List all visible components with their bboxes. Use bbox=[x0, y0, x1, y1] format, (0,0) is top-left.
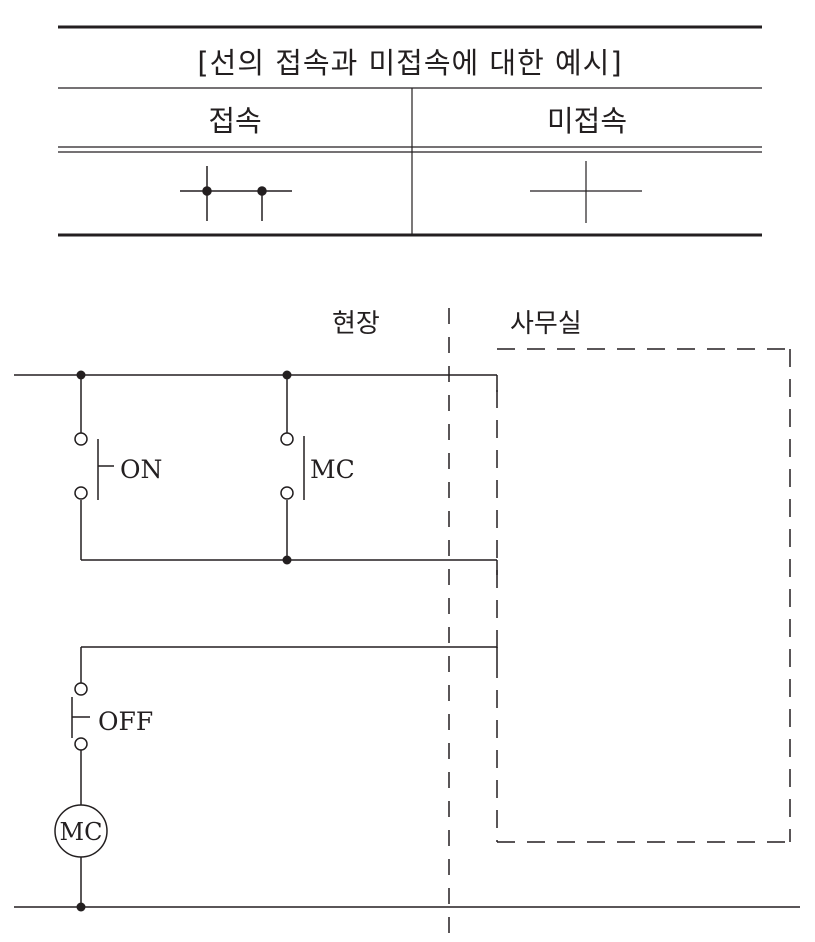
junction-dot bbox=[202, 186, 212, 196]
unconnected-symbol bbox=[530, 161, 642, 223]
office-box bbox=[496, 348, 791, 843]
office-label: 사무실 bbox=[510, 309, 582, 339]
on-switch bbox=[74, 432, 114, 500]
mc-coil bbox=[54, 804, 108, 858]
legend-title: [선의 접속과 미접속에 대한 예시] bbox=[197, 46, 623, 80]
connected-symbol bbox=[180, 166, 292, 221]
junction-dot bbox=[76, 902, 86, 912]
junction-dot bbox=[257, 186, 267, 196]
off-switch bbox=[71, 682, 90, 751]
mc-contact-label: MC bbox=[310, 455, 355, 484]
junction-dots bbox=[76, 370, 292, 912]
header-connected: 접속 bbox=[208, 104, 262, 138]
junction-dot bbox=[282, 370, 292, 380]
junction-dot bbox=[282, 555, 292, 565]
mc-coil-label: MC bbox=[60, 818, 103, 846]
on-label: ON bbox=[120, 455, 162, 484]
header-unconnected: 미접속 bbox=[546, 104, 628, 138]
mc-contact bbox=[280, 432, 305, 500]
legend-table-lines bbox=[58, 25, 762, 237]
junction-dot bbox=[76, 370, 86, 380]
off-label: OFF bbox=[98, 707, 153, 736]
field-label: 현장 bbox=[332, 309, 380, 339]
